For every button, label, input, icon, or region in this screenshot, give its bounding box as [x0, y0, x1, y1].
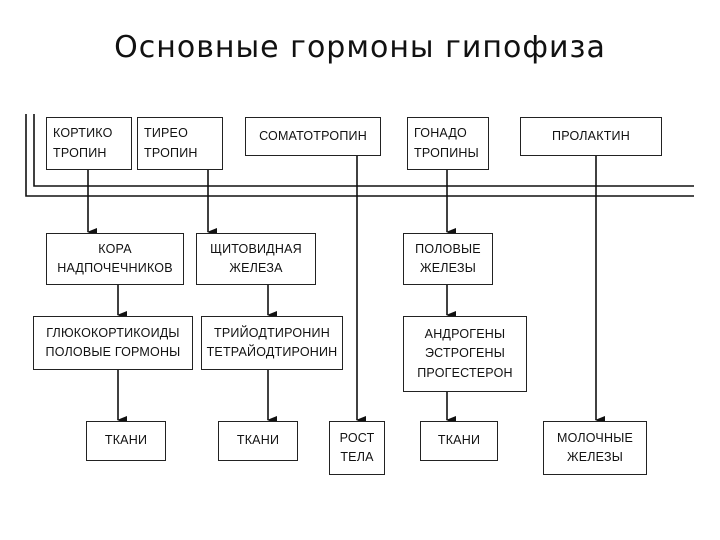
target-tissues-1: ТКАНИ	[86, 421, 166, 461]
pituitary-frame-outer	[25, 114, 694, 197]
hormone-corticotropin: КОРТИКО ТРОПИН	[46, 117, 132, 170]
product-thyroid-hormones: ТРИЙОДТИРОНИН ТЕТРАЙОДТИРОНИН	[201, 316, 343, 370]
target-tissues-3: ТКАНИ	[420, 421, 498, 461]
pituitary-frame-inner	[33, 114, 694, 187]
product-glucocorticoids: ГЛЮКОКОРТИКОИДЫ ПОЛОВЫЕ ГОРМОНЫ	[33, 316, 193, 370]
gland-gonads: ПОЛОВЫЕ ЖЕЛЕЗЫ	[403, 233, 493, 285]
hormone-gonadotropins: ГОНАДО ТРОПИНЫ	[407, 117, 489, 170]
target-body-growth: РОСТ ТЕЛА	[329, 421, 385, 475]
target-tissues-2: ТКАНИ	[218, 421, 298, 461]
product-sex-steroids: АНДРОГЕНЫ ЭСТРОГЕНЫ ПРОГЕСТЕРОН	[403, 316, 527, 392]
target-mammary-glands: МОЛОЧНЫЕ ЖЕЛЕЗЫ	[543, 421, 647, 475]
slide-title: Основные гормоны гипофиза	[114, 30, 606, 65]
gland-thyroid: ЩИТОВИДНАЯ ЖЕЛЕЗА	[196, 233, 316, 285]
hormone-thyrotropin: ТИРЕО ТРОПИН	[137, 117, 223, 170]
hormone-prolactin: ПРОЛАКТИН	[520, 117, 662, 156]
hormone-somatotropin: СОМАТОТРОПИН	[245, 117, 381, 156]
gland-adrenal-cortex: КОРА НАДПОЧЕЧНИКОВ	[46, 233, 184, 285]
